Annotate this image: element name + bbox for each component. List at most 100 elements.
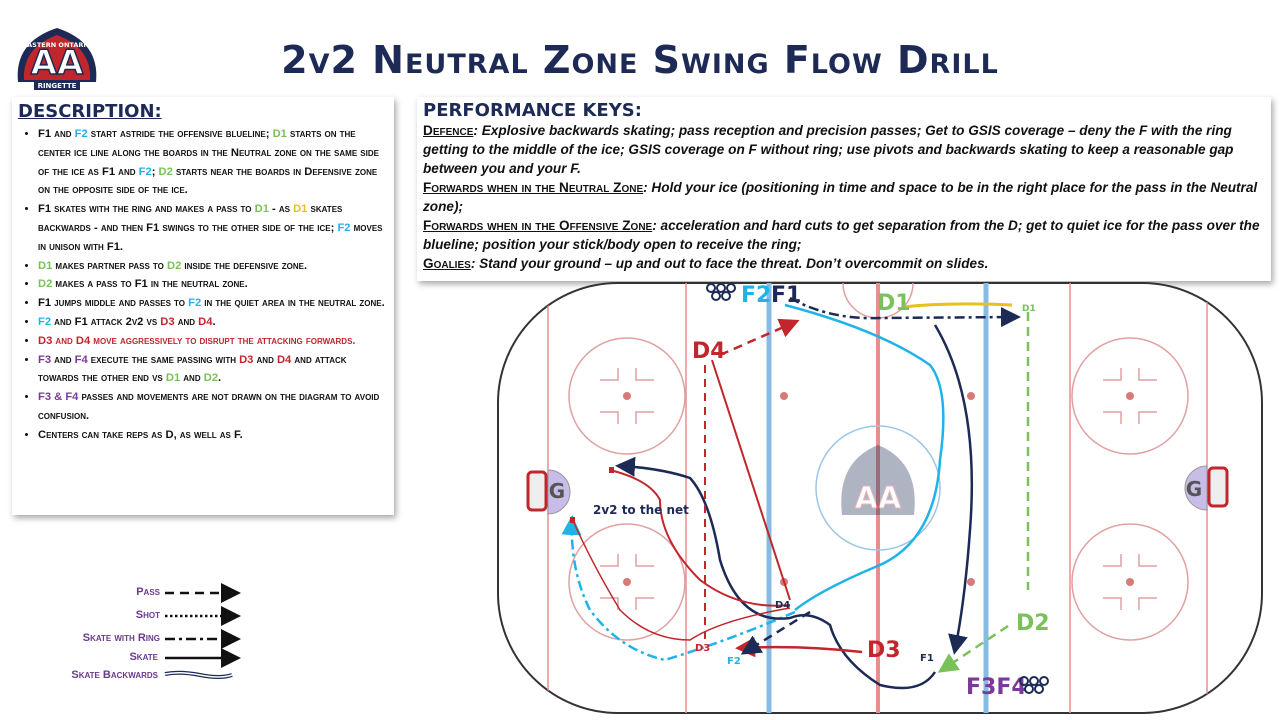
description-text: D1 [293, 203, 308, 216]
description-text: attack 2v2 vs [87, 315, 161, 328]
description-text: and attack towards the other end vs [38, 353, 347, 385]
description-text: start astride the offensive blueline; [87, 128, 273, 140]
performance-item: Defence: Explosive backwards skating; pa… [423, 121, 1265, 178]
player-f1-label: F1 [771, 283, 801, 308]
description-text: F1 [102, 165, 116, 178]
legend-skate-backwards-label: Skate Backwards [71, 669, 158, 681]
description-text: . [218, 372, 222, 385]
legend-shot-label: Shot [135, 609, 160, 621]
description-text: D4 [75, 334, 91, 347]
description-text: D3 [38, 334, 53, 347]
legend-lines [164, 583, 241, 679]
description-text: and [51, 315, 75, 328]
description-text: and [51, 128, 75, 140]
logo-bottom-text: RINGETTE [38, 82, 77, 90]
description-text: and [180, 372, 204, 385]
f2-skate-with-ring [561, 515, 796, 662]
f1-skate [933, 324, 974, 655]
ring-pucks-top [706, 283, 736, 301]
description-text: move aggressively to disrupt the attacki… [90, 334, 356, 347]
description-text: in the neutral zone. [147, 278, 248, 291]
player-d1-label: D1 [877, 291, 911, 316]
description-text: D3 [239, 353, 254, 366]
description-text: F4 [74, 353, 88, 366]
player-d4-label: D4 [692, 339, 726, 364]
description-text: and [174, 315, 199, 328]
description-item: F1 jumps middle and passes to F2 in the … [38, 294, 388, 313]
description-text: F1 [38, 203, 52, 216]
legend-pass-label: Pass [136, 586, 160, 598]
f2-skate [784, 303, 945, 611]
description-text: D4 [276, 353, 292, 366]
description-text: F2 [138, 165, 152, 178]
performance-item: Goalies: Stand your ground – up and out … [423, 254, 1265, 273]
d4-to-net-skate [571, 517, 791, 641]
description-text: D1 [272, 128, 287, 140]
description-text: F3 [38, 353, 52, 366]
description-text: D2 [158, 165, 173, 178]
d2-pass-to-f1 [937, 624, 1009, 673]
description-item: D2 makes a pass to F1 in the neutral zon… [38, 275, 388, 294]
logo-top-text: EASTERN ONTARIO [23, 41, 92, 49]
description-list: F1 and F2 start astride the offensive bl… [18, 125, 388, 445]
description-text: skates backwards - and then F1 swings to… [38, 203, 343, 234]
small-f2-label: F2 [727, 656, 741, 667]
description-text: F2 [74, 128, 88, 140]
description-text: skates with the ring and makes a pass to [51, 203, 255, 216]
f1-skate-with-ring [789, 296, 1021, 328]
description-item: F3 & F4 passes and movements are not dra… [38, 388, 388, 426]
center-ice-logo: AA [841, 445, 915, 517]
description-text: F2 [188, 297, 202, 310]
description-item: F2 and F1 attack 2v2 vs D3 and D4. [38, 313, 388, 332]
description-text: jumps middle and passes to [51, 297, 189, 310]
description-text: moves in unison with F1. [38, 221, 383, 253]
ringette-logo: AA EASTERN ONTARIO RINGETTE [17, 28, 97, 90]
d4-skate [711, 359, 791, 601]
description-item: Centers can take reps as D, as well as F… [38, 426, 388, 445]
description-text: and [253, 353, 277, 366]
description-text: inside the defensive zone. [181, 259, 308, 272]
description-text: and [115, 165, 139, 178]
performance-label: Defence [423, 123, 474, 138]
ring-pucks-bottom [1019, 676, 1049, 694]
player-f2-label: F2 [741, 283, 771, 308]
performance-text: : Hold your ice (positioning in time and… [423, 180, 1258, 214]
player-f3f4-label: F3F4 [966, 675, 1027, 700]
description-item: D1 makes partner pass to D2 inside the d… [38, 257, 388, 276]
description-text: passes and movements are not drawn on th… [38, 391, 380, 422]
description-item: F1 skates with the ring and makes a pass… [38, 200, 388, 256]
description-text: starts near the boards in Defensive zone… [38, 165, 378, 197]
legend-skate-label: Skate [129, 651, 158, 663]
description-panel: DESCRIPTION: F1 and F2 start astride the… [12, 97, 394, 515]
description-text: . [212, 315, 216, 328]
performance-label: Forwards when in the Neutral Zone [423, 180, 644, 195]
logo-letters: AA [31, 43, 84, 83]
description-text: Centers can take reps as D, as well as F… [38, 428, 243, 441]
small-d3-label: D3 [695, 643, 710, 654]
description-text: - as [268, 203, 294, 216]
f1-pass-to-f2 [740, 610, 811, 655]
description-text: F2 [337, 221, 351, 234]
goal-left: G [526, 469, 571, 515]
description-text: F3 & F4 [38, 391, 79, 404]
description-text: and [52, 334, 76, 347]
performance-label: Goalies [423, 256, 471, 271]
description-text: D2 [203, 372, 219, 385]
description-text: F1 [38, 297, 52, 310]
description-heading: DESCRIPTION: [18, 101, 162, 122]
description-text: D1 [254, 203, 269, 216]
description-text: D1 [165, 372, 181, 385]
performance-text: : Explosive backwards skating; pass rece… [423, 123, 1234, 176]
description-text: F2 [38, 315, 52, 328]
d1-skate-backwards [901, 302, 1013, 309]
description-text: execute the same passing with [87, 353, 240, 366]
description-text: D2 [166, 259, 182, 272]
description-text: starts on the center ice line along the … [38, 128, 379, 178]
description-text: F1 [134, 278, 148, 291]
description-item: F3 and F4 execute the same passing with … [38, 351, 388, 389]
page-title: 2v2 Neutral Zone Swing Flow Drill [281, 38, 999, 82]
legend-skate-with-ring-label: Skate with Ring [82, 632, 160, 644]
goal-right: G [1184, 465, 1229, 511]
small-d4-label: D4 [775, 600, 790, 611]
face-off-hashes [600, 368, 1157, 610]
